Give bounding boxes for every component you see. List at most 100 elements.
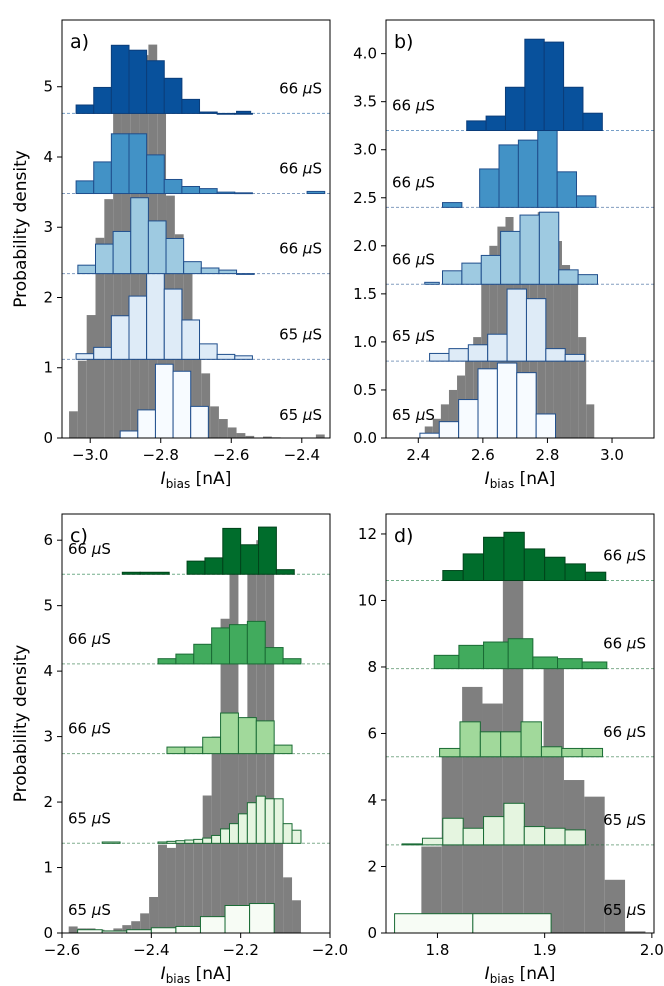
y-tick-label: 0.5: [353, 381, 377, 399]
y-tick-label: 2.5: [353, 189, 377, 207]
series-bar: [506, 288, 527, 362]
series-bar: [516, 372, 537, 438]
series-bar: [110, 315, 130, 360]
grey-histogram-bar: [274, 808, 284, 933]
series-bar: [222, 527, 242, 575]
series-bar: [479, 731, 502, 758]
series-bar: [498, 144, 519, 208]
x-tick-label: 2.8: [536, 446, 560, 464]
series-bar: [544, 827, 566, 846]
series-bar: [519, 214, 540, 285]
series-bar: [93, 346, 112, 360]
series-bar: [458, 644, 485, 670]
plot-area: [386, 531, 654, 933]
grey-histogram-bar: [584, 796, 605, 933]
series-bar: [199, 111, 218, 114]
series-bar: [424, 281, 440, 285]
grey-histogram-bar: [421, 846, 442, 933]
series-bar: [558, 269, 579, 285]
series-histogram-1: [394, 913, 552, 933]
y-axis-label: Probability density: [11, 645, 31, 803]
series-bar: [220, 828, 230, 844]
series-bar: [183, 261, 202, 275]
series-histogram-4: [386, 130, 654, 208]
grey-histogram-bar: [236, 433, 246, 438]
series-bar: [101, 841, 121, 844]
grey-histogram-bar: [497, 226, 506, 438]
series-bar: [561, 747, 583, 758]
series-label: 65 μS: [392, 327, 435, 345]
series-bar: [175, 925, 201, 933]
series-bar: [224, 905, 251, 933]
grey-histogram-bar: [69, 411, 78, 438]
series-bar: [75, 104, 95, 114]
series-bar: [77, 264, 97, 275]
series-bar: [525, 298, 547, 362]
series-bar: [577, 274, 598, 285]
series-bar: [483, 536, 505, 582]
series-bar: [119, 430, 139, 438]
series-bar: [487, 333, 508, 362]
grey-histogram-bar: [220, 618, 230, 933]
x-tick-label: 1.8: [426, 941, 450, 959]
series-bar: [255, 795, 266, 844]
series-bar: [439, 747, 461, 758]
series-bar: [199, 188, 218, 195]
y-tick-label: 2: [367, 857, 377, 875]
series-label: 65 μS: [392, 406, 435, 424]
series-bar: [524, 38, 545, 132]
series-bar: [154, 363, 174, 438]
series-bar: [110, 133, 130, 195]
grey-histogram-bar: [473, 337, 482, 438]
series-bar: [273, 744, 293, 755]
series-bar: [438, 421, 460, 438]
series-label: 65 μS: [603, 901, 646, 919]
series-histogram-3: [62, 712, 330, 755]
panel-label: a): [70, 31, 89, 53]
series-bar: [564, 353, 586, 362]
grey-histogram-bar: [122, 925, 132, 933]
y-tick-label: 0: [43, 924, 53, 942]
series-bar: [401, 843, 423, 846]
series-bar: [246, 620, 266, 665]
series-bar: [218, 269, 238, 275]
y-tick-label: 0: [43, 429, 53, 447]
series-bar: [564, 563, 586, 582]
grey-histogram-bar: [578, 337, 587, 438]
series-bar: [234, 192, 253, 195]
series-bar: [130, 197, 149, 275]
y-tick-label: 1: [43, 359, 53, 377]
series-histogram-1: [62, 363, 330, 438]
series-bar: [146, 154, 165, 195]
y-tick-label: 12: [358, 525, 377, 543]
series-bar: [181, 185, 201, 195]
series-histogram-2: [386, 288, 654, 362]
series-label: 65 μS: [68, 901, 111, 919]
series-histogram-4: [62, 620, 330, 665]
series-bar: [273, 798, 284, 844]
series-bar: [128, 133, 148, 195]
plot-frame: [385, 513, 655, 934]
grey-histogram-bar: [86, 315, 96, 438]
grey-histogram-bar: [432, 418, 441, 438]
series-bar: [282, 823, 293, 844]
grey-histogram-bar: [283, 877, 293, 933]
grey-histogram-bar: [218, 419, 228, 438]
series-bar: [538, 211, 560, 285]
series-bar: [523, 826, 546, 846]
series-bar: [582, 112, 603, 132]
series-bar: [128, 49, 148, 114]
series-label: 66 μS: [279, 240, 322, 258]
series-histogram-3: [386, 211, 654, 285]
grey-histogram-bar: [292, 900, 301, 933]
x-tick-label: −2.4: [133, 941, 169, 959]
series-bar: [249, 903, 275, 933]
plot-frame: [61, 19, 331, 439]
y-tick-label: 4: [367, 791, 377, 809]
x-tick-label: 2.4: [406, 446, 430, 464]
series-bar: [193, 838, 204, 844]
series-bar: [234, 355, 253, 360]
series-bar: [110, 44, 130, 114]
